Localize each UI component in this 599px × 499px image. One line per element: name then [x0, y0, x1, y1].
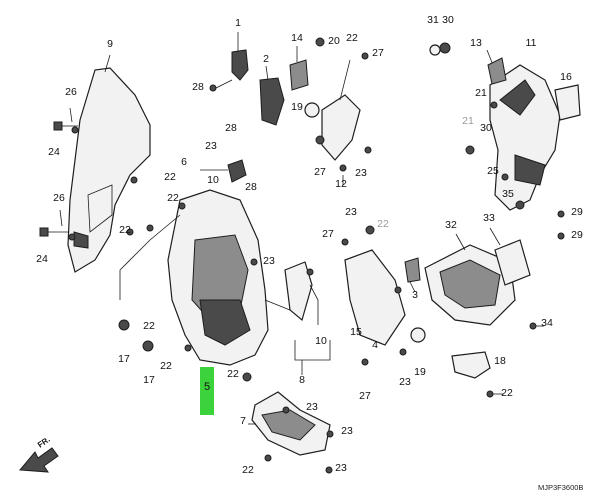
- windscreen-part: [67, 54, 151, 273]
- callout-25: 25: [487, 165, 499, 177]
- callout-29: 29: [571, 229, 583, 241]
- callout-23: 23: [345, 206, 357, 218]
- callout-24: 24: [36, 253, 48, 265]
- side-duct-parts: [284, 225, 375, 375]
- callout-27: 27: [372, 47, 384, 59]
- callout-15: 15: [350, 326, 362, 338]
- front-cowl-part: [119, 159, 291, 366]
- callout-34: 34: [541, 317, 553, 329]
- callout-22: 22: [346, 32, 358, 44]
- diagram-code: MJP3F3600B: [538, 483, 583, 492]
- highlighted-part-marker: 5: [200, 367, 214, 415]
- callout-28: 28: [245, 181, 257, 193]
- callout-7: 7: [240, 415, 246, 427]
- callout-23: 23: [306, 401, 318, 413]
- callout-1: 1: [235, 17, 241, 29]
- callout-10: 10: [315, 335, 327, 347]
- inner-panel-parts: [344, 249, 426, 366]
- callout-26: 26: [65, 86, 77, 98]
- lower-bracket-part: [451, 351, 503, 398]
- front-direction-indicator: FR.: [18, 435, 59, 473]
- right-frame-part: [429, 42, 581, 240]
- callout-20: 20: [328, 35, 340, 47]
- callout-2: 2: [263, 53, 269, 65]
- callout-17: 17: [118, 353, 130, 365]
- callout-23: 23: [355, 167, 367, 179]
- callout-28: 28: [192, 81, 204, 93]
- callout-21: 21: [475, 87, 487, 99]
- callout-22: 22: [227, 368, 239, 380]
- callout-23: 23: [205, 140, 217, 152]
- lower-cover-part: [248, 391, 334, 474]
- callout-13: 13: [470, 37, 482, 49]
- center-stay-part: [315, 59, 372, 185]
- callout-21: 21: [462, 115, 474, 127]
- callout-22: 22: [119, 224, 131, 236]
- screw-set-left: [39, 107, 138, 241]
- upper-bracket-parts: [209, 32, 369, 126]
- callout-27: 27: [359, 390, 371, 402]
- callout-9: 9: [107, 38, 113, 50]
- callout-22: 22: [160, 360, 172, 372]
- callout-32: 32: [445, 219, 457, 231]
- callout-4: 4: [372, 339, 378, 351]
- callout-17: 17: [143, 374, 155, 386]
- callout-11: 11: [526, 37, 537, 49]
- callout-31: 31: [427, 14, 439, 26]
- front-arrow-icon: [18, 447, 59, 473]
- callout-22: 22: [143, 320, 155, 332]
- callout-30: 30: [442, 14, 454, 26]
- callout-23: 23: [399, 376, 411, 388]
- callout-10: 10: [207, 174, 219, 186]
- callout-16: 16: [560, 71, 572, 83]
- callout-23: 23: [341, 425, 353, 437]
- callout-29: 29: [571, 206, 583, 218]
- callout-18: 18: [494, 355, 506, 367]
- callout-24: 24: [48, 146, 60, 158]
- front-label: FR.: [36, 435, 52, 450]
- callout-12: 12: [335, 178, 347, 190]
- callout-22: 22: [167, 192, 179, 204]
- callout-19: 19: [414, 366, 426, 378]
- callout-22: 22: [377, 218, 389, 230]
- callout-14: 14: [291, 32, 303, 44]
- callout-33: 33: [483, 212, 495, 224]
- callout-23: 23: [335, 462, 347, 474]
- highlighted-part-number: 5: [203, 381, 211, 393]
- callout-26: 26: [53, 192, 65, 204]
- callout-35: 35: [502, 188, 514, 200]
- callout-22: 22: [242, 464, 254, 476]
- bolt-set-center: [118, 202, 258, 382]
- callout-28: 28: [225, 122, 237, 134]
- callout-30: 30: [480, 122, 492, 134]
- meter-bracket-part: [424, 227, 544, 330]
- callout-23: 23: [263, 255, 275, 267]
- callout-27: 27: [314, 166, 326, 178]
- callout-19: 19: [291, 101, 303, 113]
- callout-27: 27: [322, 228, 334, 240]
- callout-8: 8: [299, 374, 305, 386]
- callout-6: 6: [181, 156, 187, 168]
- callout-3: 3: [412, 289, 418, 301]
- callout-22: 22: [164, 171, 176, 183]
- callout-22: 22: [501, 387, 513, 399]
